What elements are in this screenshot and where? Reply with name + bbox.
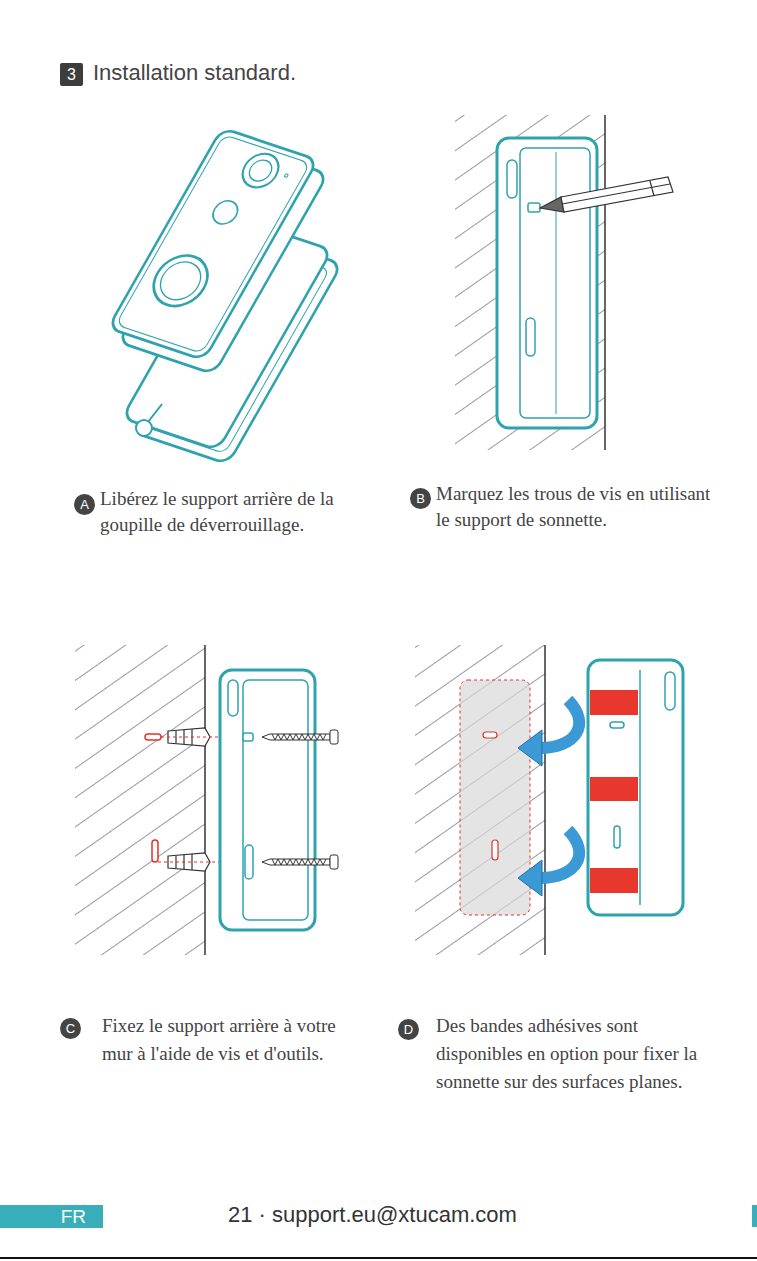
wall-c [204,645,206,955]
bracket-b [520,148,590,418]
doorbell-front [144,249,217,312]
doorbell-front [245,157,276,183]
step-caption: Libérez le support arrière de la goupill… [100,486,385,538]
screws [262,859,330,865]
node-text: D [404,1023,413,1036]
step-letter: C [60,1018,81,1039]
wall-d [483,732,497,738]
wall-b [455,115,605,450]
doorbell-front [116,135,311,354]
pencil [561,177,673,212]
node-text: B [416,492,425,505]
page-title: Installation standard. [93,60,296,86]
node-text: A [80,498,89,511]
doorbell-front [108,128,318,360]
bracket-c [245,845,253,879]
screws [272,859,326,865]
unlock-pin [136,420,152,436]
step-caption: Marquez les trous de vis en utilisant le… [436,481,711,533]
bracket-c [220,670,315,930]
step-number: 3 [60,63,83,86]
language-bar: FR [0,1205,103,1228]
wall-anchors [168,728,210,871]
bracket-b [528,203,540,212]
node-text: FR [61,1207,86,1226]
bracket-c [243,733,253,741]
bracket-d [639,670,641,905]
unlock-pin [148,404,162,422]
wall-b [455,115,605,450]
bracket-c [228,680,238,716]
bracket-d [590,777,638,801]
bracket-b [556,152,557,414]
wall-c [145,734,161,740]
bottom-rule [0,1257,757,1259]
step-caption: Fixez le support arrière à votre mur à l… [102,1012,364,1068]
wall-c [75,645,205,955]
wall-d [460,680,530,915]
wall-anchors [191,854,192,870]
wall-b [604,115,606,450]
step-letter: B [410,488,431,509]
step-caption: Des bandes adhésives sont disponibles en… [436,1012,711,1096]
screws [262,730,338,869]
page-footer: 21 · support.eu@xtucam.com [228,1202,528,1228]
wall-d [415,645,545,955]
bracket-d [614,826,620,848]
step-letter: D [398,1019,419,1040]
bracket-d [590,690,638,715]
blue-arrows [518,860,542,896]
wall-c [75,645,205,955]
bracket-c [220,670,315,930]
screws [330,855,338,869]
bracket-c [243,680,308,920]
blue-arrows [518,730,542,766]
pencil [540,197,564,212]
step-letter: A [74,494,95,515]
doorbell-front [153,257,208,305]
bracket-d [665,672,675,710]
unlock-pin [136,404,162,436]
doorbell-front [108,128,318,360]
bracket-b [507,160,517,198]
edge-tab [752,1205,757,1227]
pencil [540,177,673,212]
doorbell-exploded [108,128,342,464]
screws [262,734,330,740]
bracket-b [497,138,597,428]
bracket-b [526,318,535,356]
blue-arrows [518,700,579,896]
wall-d [415,645,545,955]
bracket-d [590,868,638,893]
pencil [650,181,654,196]
blue-arrows [540,830,579,878]
doorbell-front [208,198,242,227]
bracket-d [610,722,624,728]
bracket-b [497,138,597,428]
wall-anchors [183,730,184,744]
wall-d [544,645,546,955]
bracket-d [588,660,683,915]
screws [272,734,326,740]
bracket-d [588,660,683,915]
screws [330,730,338,744]
node-text: 3 [67,67,76,83]
node-text: C [66,1022,75,1035]
doorbell-front [284,174,289,178]
blue-arrows [540,700,579,748]
wall-c [152,840,158,862]
doorbell-front [236,149,285,191]
wall-d [492,840,498,860]
